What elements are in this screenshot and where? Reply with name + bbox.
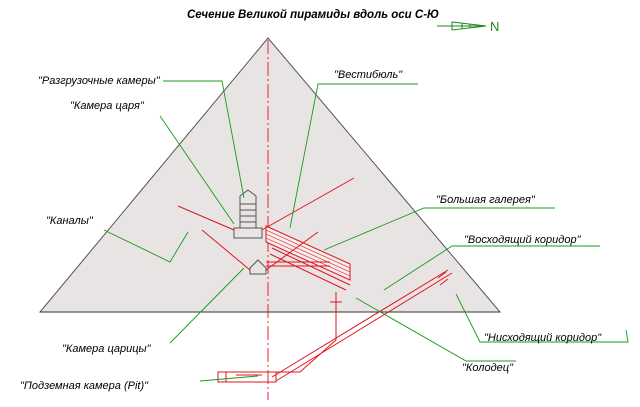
leader-lines <box>103 80 629 382</box>
label-relieving-chambers: "Разгрузочные камеры" <box>38 75 161 87</box>
label-queens-chamber: "Камера царицы" <box>62 343 152 355</box>
label-grand-gallery: "Большая галерея" <box>436 194 536 206</box>
label-antechamber: "Вестибюль" <box>334 69 403 81</box>
north-arrow-icon <box>437 21 487 31</box>
label-well: "Колодец" <box>462 362 514 374</box>
label-kings-chamber: "Камера царя" <box>70 100 145 112</box>
label-pit: "Подземная камера (Pit)" <box>20 380 149 392</box>
passages <box>177 177 453 383</box>
label-shafts: "Каналы" <box>46 215 94 227</box>
diagram-title: Сечение Великой пирамиды вдоль оси С-Ю <box>187 9 439 21</box>
label-descending-corridor: "Нисходящий коридор" <box>484 332 602 344</box>
label-ascending-corridor: "Восходящий коридор" <box>464 234 582 246</box>
north-label: N <box>490 19 499 34</box>
